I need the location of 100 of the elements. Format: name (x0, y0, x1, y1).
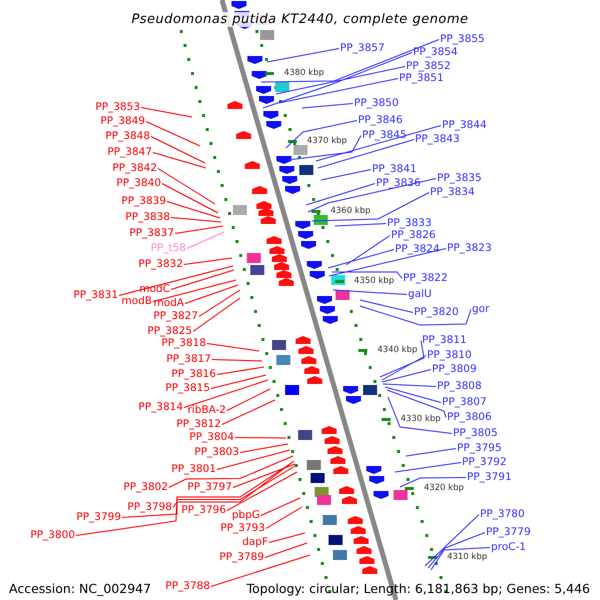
gene-label: PP_3816 (171, 368, 216, 381)
leader-line (170, 270, 234, 290)
leader-line (382, 355, 426, 380)
gene-label: PP_3855 (440, 33, 485, 46)
leader-line (346, 235, 390, 266)
leader-line (334, 223, 386, 226)
leader-line (286, 120, 358, 148)
gene-label: PP_3841 (372, 163, 417, 176)
leader-line (360, 306, 472, 326)
leader-line (174, 226, 224, 234)
leader-line (394, 462, 462, 472)
gene-label: modB (121, 295, 152, 308)
leader-line (328, 248, 446, 276)
gene-label: PP_3824 (395, 243, 440, 256)
scale-label: 4360 kbp (330, 206, 371, 216)
leader-line (316, 125, 442, 162)
leader-line (382, 369, 432, 382)
gene-label: PP_3796 (181, 504, 226, 517)
gene-label: PP_3793 (220, 522, 265, 535)
gene-label: PP_3822 (403, 272, 448, 285)
leader-line (210, 374, 266, 389)
scale-label: 4350 kbp (354, 276, 394, 286)
gene-label: PP_3792 (462, 456, 507, 469)
leader-line (430, 547, 490, 570)
scale-label: 4310 kbp (447, 552, 488, 562)
accession-text: Accession: NC_002947 (9, 581, 152, 596)
leader-line (278, 78, 398, 104)
scale-label: 4320 kbp (424, 483, 464, 493)
gene-label: PP_3779 (486, 526, 531, 539)
leader-line (170, 217, 222, 222)
leader-line (262, 52, 412, 108)
gene-label: proC-1 (491, 541, 526, 554)
leader-line (332, 290, 408, 295)
gene-label: PP_3812 (176, 418, 221, 431)
leader-line (162, 183, 218, 214)
gene-label: PP_3834 (430, 186, 475, 199)
leader-line (406, 448, 456, 456)
leader-line (240, 444, 288, 453)
leader-line (380, 340, 425, 378)
gene-label: PP_3838 (125, 211, 170, 224)
leader-line (266, 48, 340, 62)
leader-line (268, 532, 306, 543)
gene-label: PP_3798 (127, 501, 172, 514)
leader-line (266, 506, 302, 529)
leader-line (328, 249, 394, 268)
gene-label: PP_3839 (121, 195, 166, 208)
leader-line (428, 532, 486, 568)
scale-label: 4340 kbp (377, 345, 418, 355)
scale-label: 4380 kbp (284, 68, 324, 78)
gene-label: PP_3820 (414, 306, 459, 319)
gene-label: PP_3835 (437, 172, 482, 185)
gene-label: PP_3808 (437, 380, 482, 393)
leader-line (212, 359, 262, 362)
leader-line (146, 121, 200, 146)
gene-label: PP_3842 (112, 162, 157, 175)
scale-label: 4330 kbp (400, 414, 441, 424)
gene-label: PP_3814 (138, 401, 183, 414)
leader-line (320, 169, 372, 180)
gene-label: PP_3837 (129, 227, 174, 240)
leader-line (332, 272, 402, 279)
leader-line (152, 152, 206, 168)
gene-label: PP_3846 (358, 114, 403, 127)
gene-label: PP_3844 (442, 119, 487, 132)
gene-label: PP_3780 (480, 508, 525, 521)
gene-label: PP_3815 (165, 382, 210, 395)
gene-label: PP_3809 (432, 363, 477, 376)
leader-line (234, 437, 286, 438)
gene-label: PP_3788 (165, 580, 210, 593)
gene-label: PP_3826 (391, 229, 436, 242)
leader-line (184, 258, 232, 265)
leader-line (260, 498, 300, 516)
gene-label: PP_3801 (171, 463, 216, 476)
leader-line (306, 183, 376, 206)
gene-label: PP_3818 (161, 337, 206, 350)
leader-line (226, 472, 298, 511)
leader-line (198, 290, 240, 317)
leader-line (206, 343, 260, 352)
leader-line (186, 232, 224, 249)
gene-label: PP_3857 (340, 42, 385, 55)
gene-label: PP_3848 (105, 130, 150, 143)
leader-line (118, 266, 234, 296)
gene-label: gor (472, 303, 490, 316)
leader-line (384, 386, 442, 403)
leader-line (152, 280, 236, 302)
leader-line (260, 39, 440, 82)
gene-label: PP_3789 (219, 551, 264, 564)
gene-label: PP_3806 (447, 411, 492, 424)
gene-label: PP_3831 (73, 289, 118, 302)
leader-line (308, 178, 436, 212)
leader-line (386, 390, 446, 418)
gene-label: PP_3804 (189, 431, 234, 444)
leader-line (184, 284, 238, 304)
gene-label: PP_3851 (399, 72, 444, 85)
gene-label: PP_3799 (76, 511, 121, 524)
leader-line (172, 460, 294, 508)
gene-label: ribBA-2 (187, 404, 226, 417)
genome-info-text: Topology: circular; Length: 6,181,863 bp; Genes: 5,446 (246, 581, 590, 596)
leader-line (192, 298, 240, 332)
gene-label: PP_3832 (138, 258, 183, 271)
leader-line (264, 542, 308, 558)
